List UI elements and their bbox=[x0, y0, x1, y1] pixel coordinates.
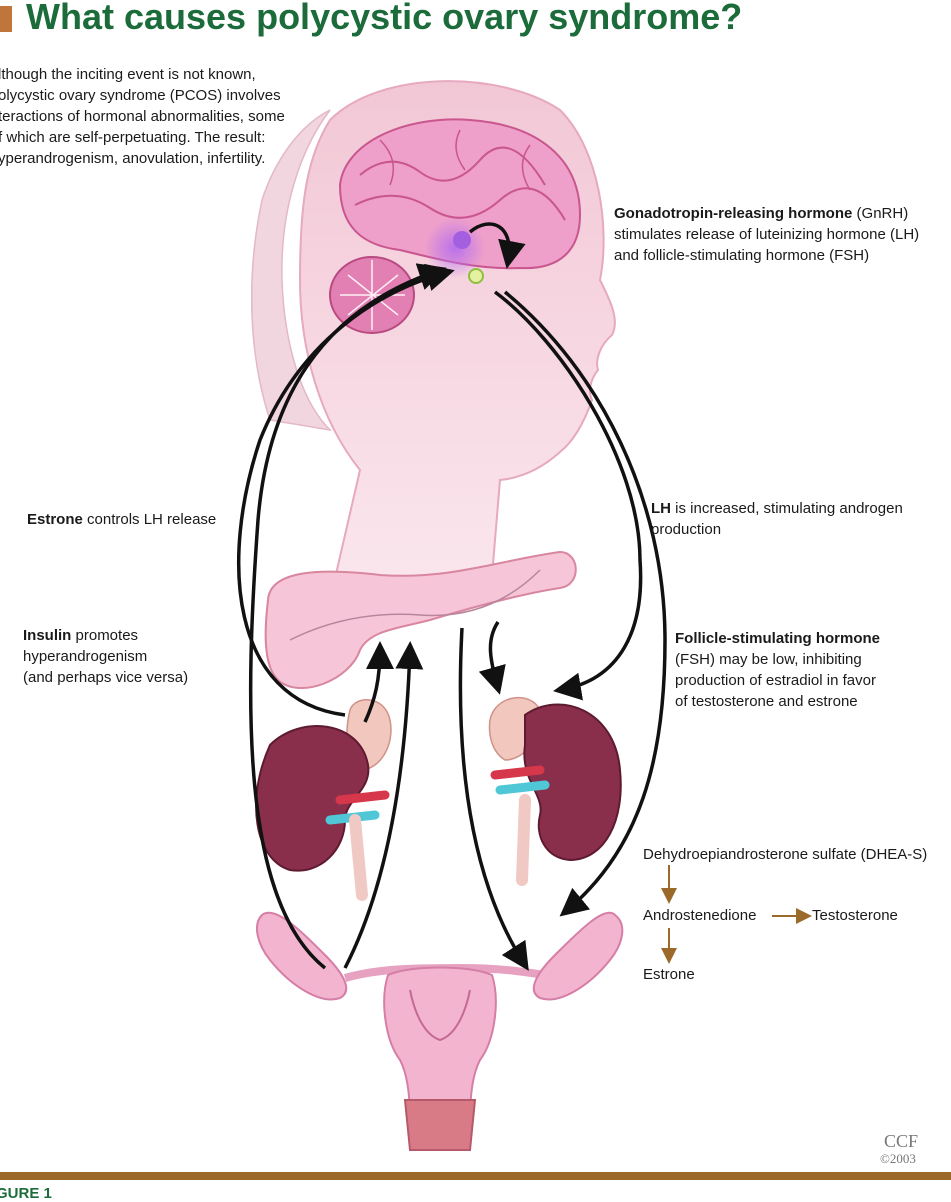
insulin-arrow-2 bbox=[363, 641, 394, 723]
title-marker bbox=[0, 6, 12, 32]
credit-org: CCF bbox=[884, 1131, 919, 1151]
estrone-arrow bbox=[236, 263, 455, 717]
insulin-label: Insulin promotes hyperandrogenism (and p… bbox=[23, 627, 189, 686]
testosterone-text: Testosterone bbox=[812, 907, 898, 924]
lh-arrow-1 bbox=[493, 290, 643, 701]
pancreas-illustration bbox=[264, 550, 577, 690]
gnrh-arrow bbox=[468, 222, 526, 269]
estrone-label: Estrone controls LH release bbox=[27, 511, 217, 528]
lh-label: LH is increased, stimulating androgen pr… bbox=[651, 500, 903, 538]
right-kidney-illustration bbox=[488, 696, 622, 886]
pathway-arrows bbox=[661, 865, 812, 964]
androstenedione-text: Androstenedione bbox=[643, 907, 757, 924]
bottom-rule bbox=[0, 1172, 951, 1180]
insulin-arrow-1 bbox=[343, 641, 424, 969]
uterus-illustration bbox=[255, 911, 624, 1151]
figure-label: GURE 1 bbox=[0, 1185, 52, 1202]
pancreas-down-arrow-1 bbox=[478, 621, 506, 695]
hormone-arrows bbox=[236, 222, 667, 971]
ovary-left-arrow bbox=[248, 263, 447, 970]
credit-year: ©2003 bbox=[880, 1151, 916, 1166]
brain-illustration bbox=[329, 118, 582, 334]
intro-text: lthough the inciting event is not known,… bbox=[0, 66, 285, 167]
pancreas-down-arrow-2 bbox=[458, 627, 529, 971]
gnrh-label: Gonadotropin-releasing hormone (GnRH) st… bbox=[614, 205, 920, 264]
dheas-text: Dehydroepiandrosterone sulfate (DHEA-S) bbox=[643, 846, 928, 863]
page-title: What causes polycystic ovary syndrome? bbox=[26, 0, 743, 37]
fsh-label: Follicle-stimulating hormone (FSH) may b… bbox=[675, 630, 881, 710]
estrone-text: Estrone bbox=[643, 966, 695, 983]
left-kidney-illustration bbox=[255, 699, 392, 901]
lh-arrow-2 bbox=[503, 290, 667, 917]
